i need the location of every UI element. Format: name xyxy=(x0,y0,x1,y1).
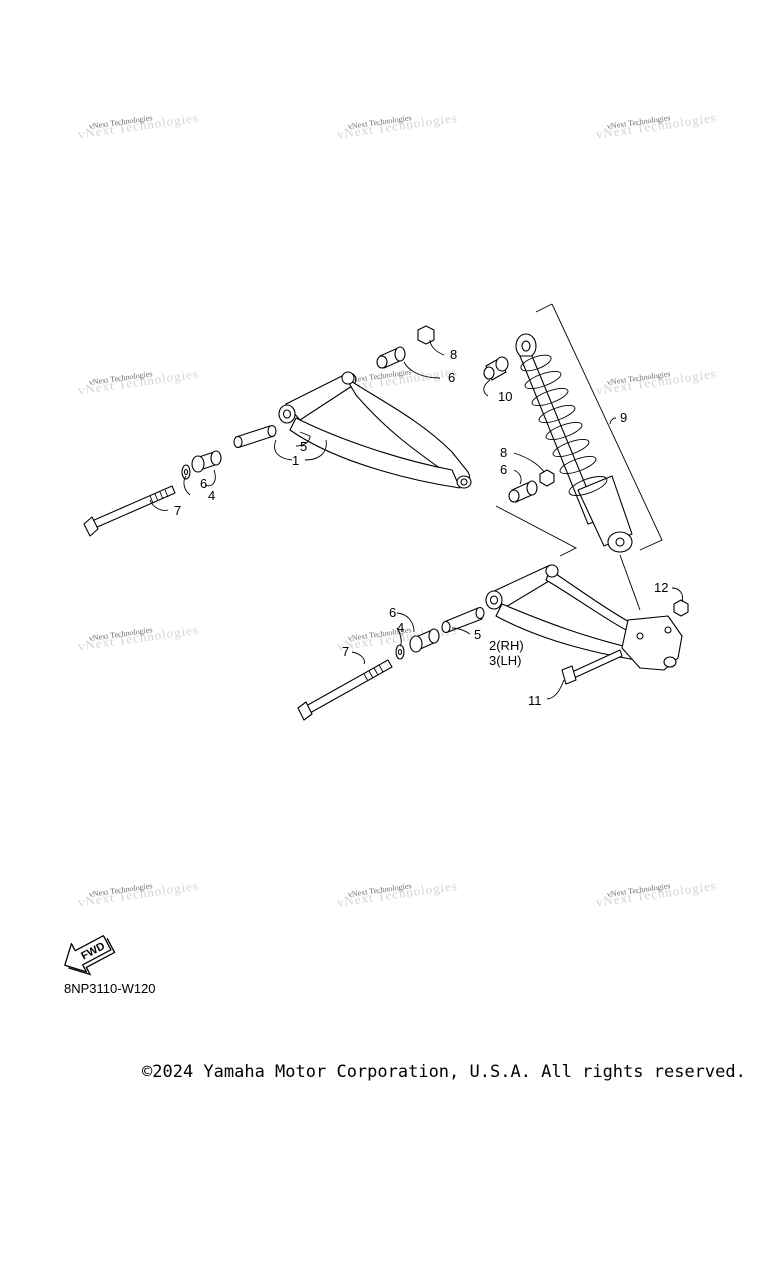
upper-collar-6 xyxy=(191,450,222,473)
watermark-1: vNext Technologies vNext Technologies xyxy=(77,110,200,142)
callout-2-rh: 2(RH) xyxy=(489,638,524,653)
callout-8-upper: 8 xyxy=(450,347,457,362)
lower-bushing-5 xyxy=(441,606,485,634)
upper-bolt-7 xyxy=(83,485,176,537)
callout-12: 12 xyxy=(654,580,668,595)
diagram-code: 8NP3110-W120 xyxy=(64,981,156,996)
leader-lines xyxy=(149,303,683,700)
lower-collar-6 xyxy=(409,628,440,653)
bolt-11 xyxy=(561,649,623,685)
upper-nut-8 xyxy=(417,325,435,345)
callout-5-lower: 5 xyxy=(474,627,481,642)
lower-arm-2-3 xyxy=(485,564,683,671)
shock-collar-6 xyxy=(508,480,538,503)
upper-washer-4 xyxy=(181,464,191,480)
callout-6-upper-front: 6 xyxy=(200,476,207,491)
upper-collar-6-rear xyxy=(376,346,406,369)
watermark-6: vNext Technologies vNext Technologies xyxy=(595,366,718,398)
callout-7-lower: 7 xyxy=(342,644,349,659)
watermark-4: vNext Technologies vNext Technologies xyxy=(77,366,200,398)
shock-nut-8 xyxy=(539,469,555,487)
callout-10: 10 xyxy=(498,389,512,404)
lower-washer-4 xyxy=(395,644,405,660)
callout-6-shock: 6 xyxy=(500,462,507,477)
watermark-9: vNext Technologies vNext Technologies xyxy=(77,878,200,910)
watermark-2: vNext Technologies vNext Technologies xyxy=(336,110,459,142)
upper-bushing-5 xyxy=(233,424,277,449)
shock-absorber-9 xyxy=(515,333,633,553)
shock-bushing-10 xyxy=(483,356,509,381)
upper-arm-1 xyxy=(278,371,472,489)
nut-12 xyxy=(673,599,689,617)
callout-labels: 1 5 6 4 7 8 6 10 9 8 6 12 6 4 5 2(RH) 3(… xyxy=(174,347,668,708)
callout-11: 11 xyxy=(528,693,542,708)
callout-1: 1 xyxy=(292,453,299,468)
watermark-7: vNext Technologies vNext Technologies xyxy=(77,622,200,654)
forward-arrow-icon: FWD xyxy=(64,935,116,976)
watermark-11: vNext Technologies vNext Technologies xyxy=(595,878,718,910)
callout-6-upper-rear: 6 xyxy=(448,370,455,385)
copyright-notice: ©2024 Yamaha Motor Corporation, U.S.A. A… xyxy=(142,1062,746,1082)
callout-7-upper: 7 xyxy=(174,503,181,518)
callout-5-upper: 5 xyxy=(300,439,307,454)
callout-3-lh: 3(LH) xyxy=(489,653,522,668)
callout-8-shock: 8 xyxy=(500,445,507,460)
callout-4-lower: 4 xyxy=(397,620,404,635)
lower-bolt-7 xyxy=(297,659,393,721)
callout-4-upper: 4 xyxy=(208,488,215,503)
callout-9: 9 xyxy=(620,410,627,425)
callout-6-lower: 6 xyxy=(389,605,396,620)
watermark-10: vNext Technologies vNext Technologies xyxy=(336,878,459,910)
watermark-3: vNext Technologies vNext Technologies xyxy=(595,110,718,142)
